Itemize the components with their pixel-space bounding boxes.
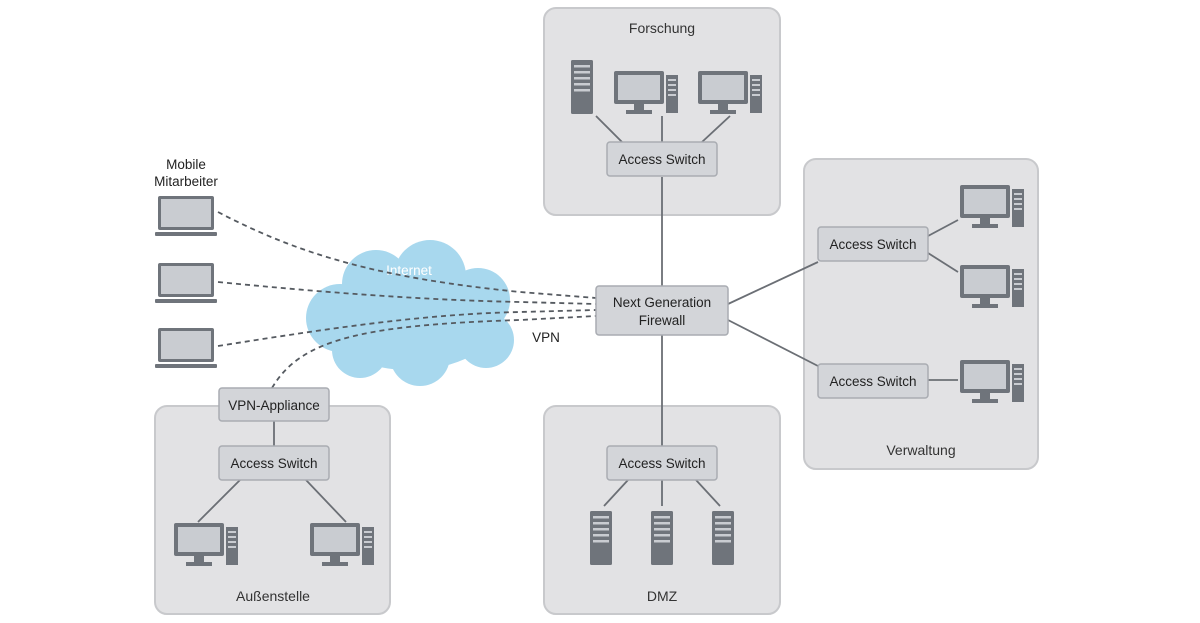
access-switch-label: Access Switch (829, 374, 916, 389)
zone-label-verwaltung: Verwaltung (886, 442, 955, 458)
vpn-link-laptop-3 (217, 309, 597, 347)
access-switch-label: Access Switch (618, 152, 705, 167)
mobile-label-line2: Mitarbeiter (154, 174, 218, 189)
link-firewall-verwaltung-2 (727, 319, 819, 367)
firewall-label-line2: Firewall (639, 313, 686, 328)
vpn-links (217, 211, 597, 389)
access-switch-dmz (606, 445, 718, 481)
zone-aussenstelle (154, 405, 391, 615)
server-icon (571, 60, 593, 114)
server-icon (712, 511, 734, 565)
vpn-link-laptop-1 (217, 211, 597, 299)
access-switch-forschung (606, 141, 718, 177)
zone-label-aussenstelle: Außenstelle (236, 588, 310, 604)
access-switch-aussenstelle (218, 445, 330, 481)
zone-label-dmz: DMZ (647, 588, 678, 604)
access-switch-verwaltung-1 (817, 226, 929, 262)
firewall-label-line1: Next Generation (613, 295, 711, 310)
laptop-icon (155, 328, 217, 368)
solid-links (197, 115, 959, 523)
link-firewall-verwaltung-1 (727, 261, 819, 305)
internet-label: Internet (386, 263, 432, 278)
laptop-icon (155, 263, 217, 303)
cloud-icon (306, 240, 514, 386)
laptop-icon (155, 196, 217, 236)
vpn-appliance-label: VPN-Appliance (228, 398, 320, 413)
access-switch-label: Access Switch (618, 456, 705, 471)
server-icon (590, 511, 612, 565)
access-switch-label: Access Switch (829, 237, 916, 252)
access-switch-verwaltung-2 (817, 363, 929, 399)
vpn-link-appliance (271, 315, 597, 389)
access-switch-label: Access Switch (230, 456, 317, 471)
vpn-label: VPN (532, 330, 560, 345)
mobile-label-line1: Mobile (166, 157, 206, 172)
server-icon (651, 511, 673, 565)
zone-label-forschung: Forschung (629, 20, 695, 36)
vpn-appliance-box (218, 387, 330, 422)
firewall-box (595, 285, 729, 336)
